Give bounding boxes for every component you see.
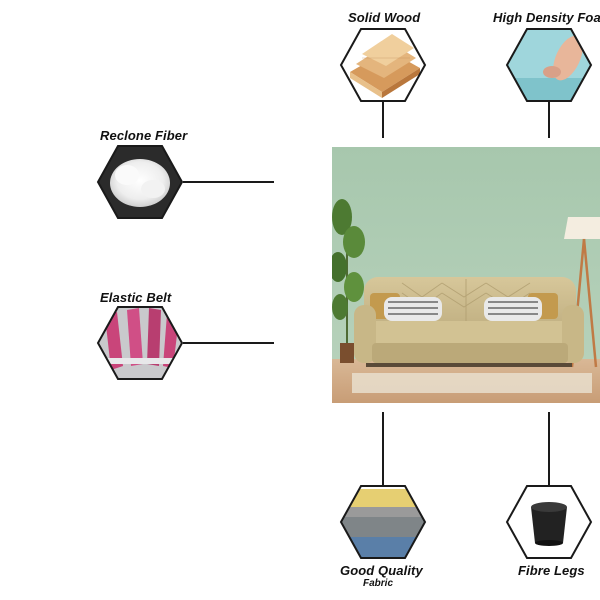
good-quality-label: Good Quality bbox=[340, 563, 423, 578]
connector-belt bbox=[183, 342, 274, 344]
connector-foam bbox=[548, 100, 550, 138]
solid-wood-image bbox=[339, 28, 427, 102]
reclone-fiber-image bbox=[96, 145, 184, 219]
fabric-label: Fabric bbox=[363, 578, 394, 589]
high-density-foam-label: High Density Foam bbox=[493, 10, 600, 25]
elastic-belt-label: Elastic Belt bbox=[100, 290, 172, 305]
fabric-image bbox=[339, 485, 427, 559]
high-density-foam-image bbox=[505, 28, 593, 102]
connector-legs bbox=[548, 412, 550, 485]
connector-solid-wood bbox=[382, 100, 384, 138]
fibre-legs-image bbox=[505, 485, 593, 559]
reclone-fiber-label: Reclone Fiber bbox=[100, 128, 188, 143]
elastic-belt-image bbox=[96, 306, 184, 380]
solid-wood-label: Solid Wood bbox=[348, 10, 421, 25]
connector-fabric bbox=[382, 412, 384, 485]
fibre-legs-label: Fibre Legs bbox=[518, 563, 585, 578]
connector-fiber bbox=[183, 181, 274, 183]
sofa-room-image bbox=[332, 147, 600, 403]
